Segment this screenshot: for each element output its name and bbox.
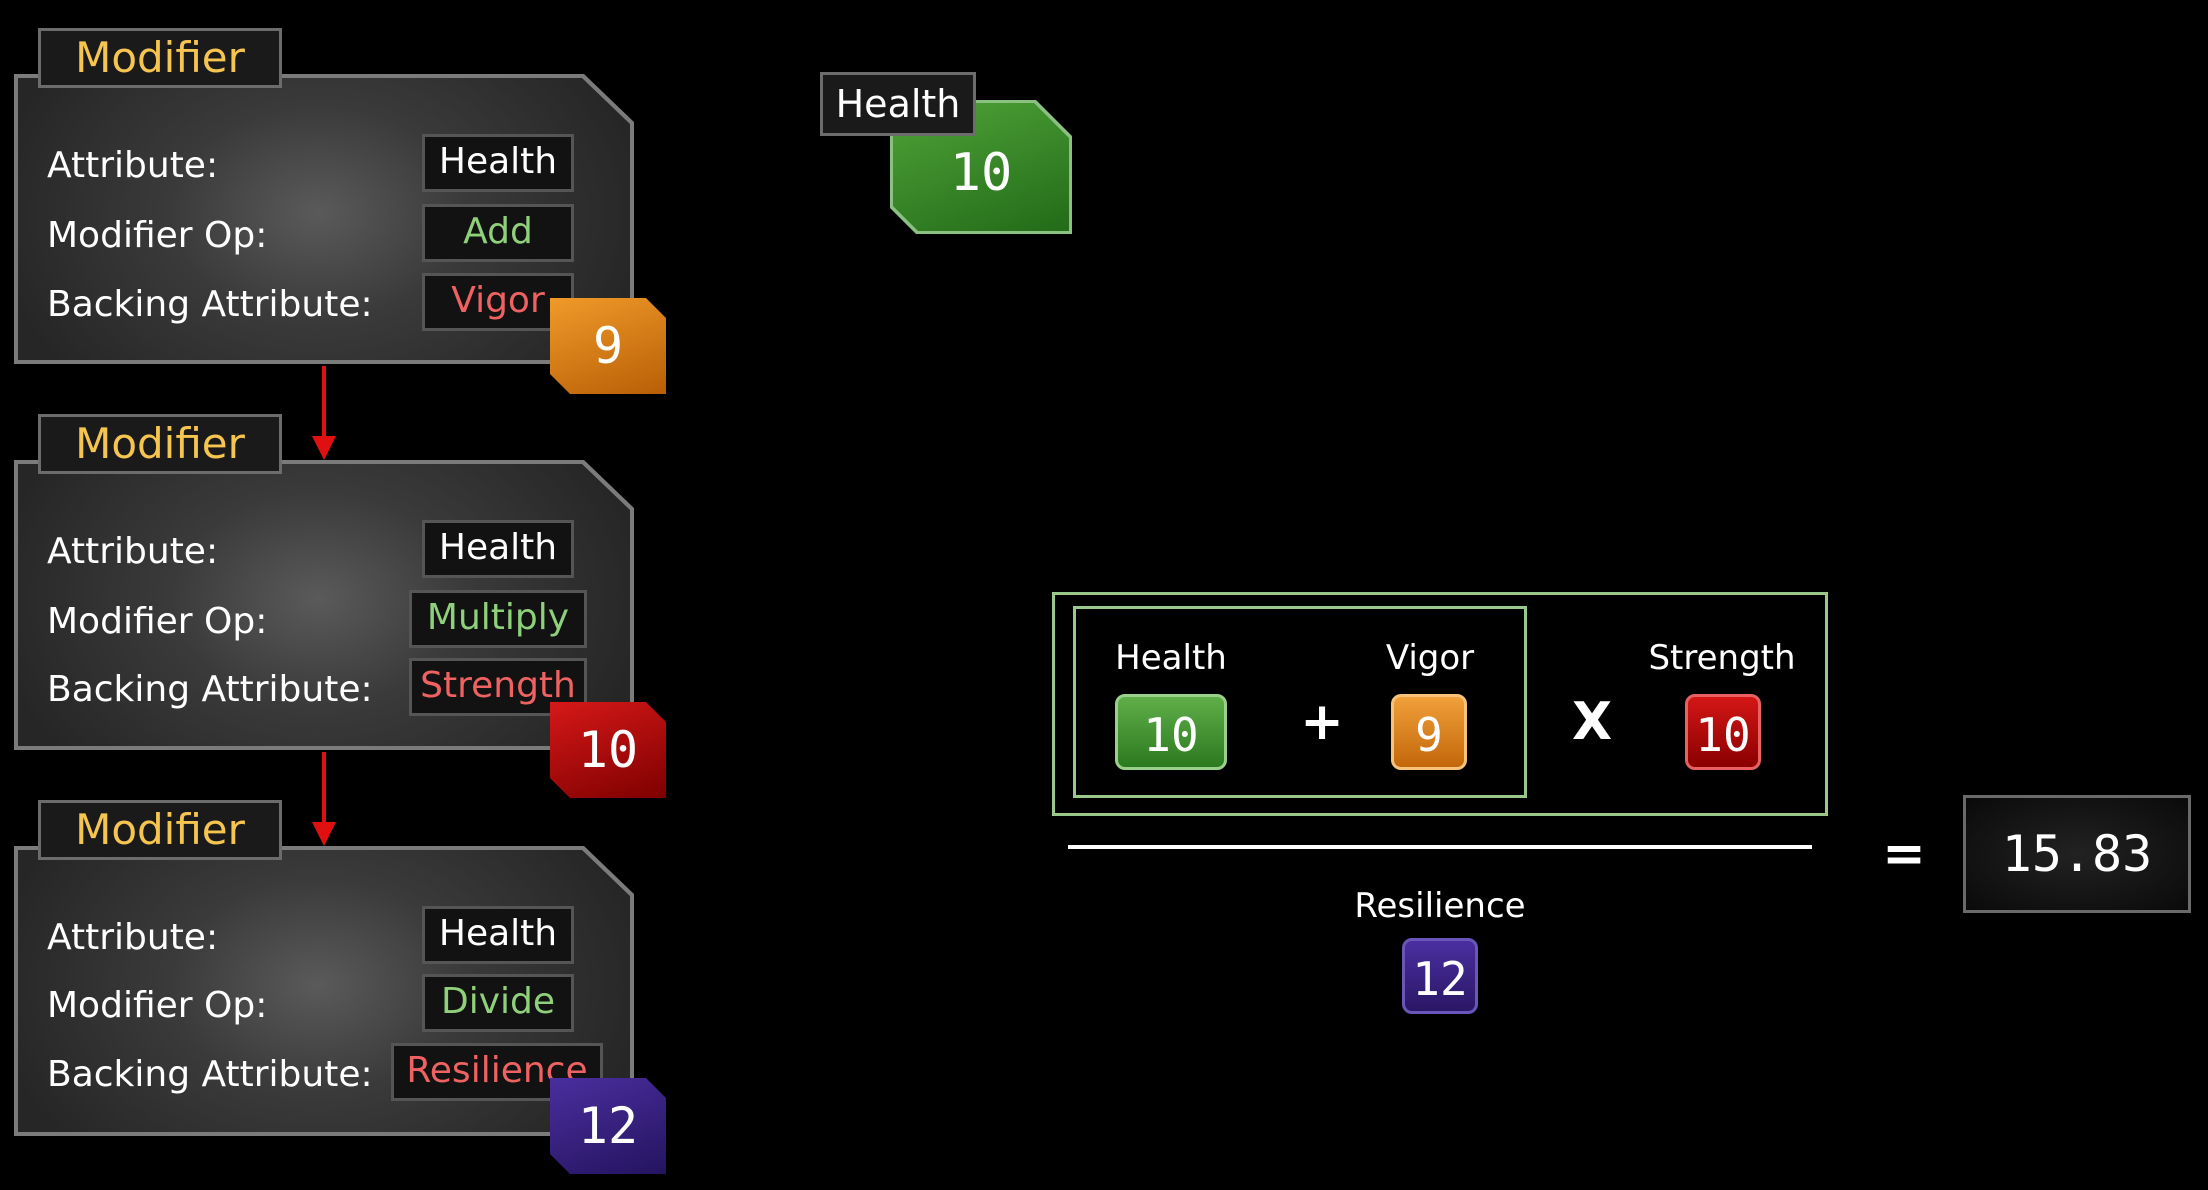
modifier-op-value: Multiply bbox=[409, 590, 587, 648]
attribute-value: Health bbox=[422, 134, 574, 192]
formula-health-value: 10 bbox=[1115, 694, 1227, 770]
backing-attribute-value: Vigor bbox=[422, 273, 574, 331]
flow-arrow-1 bbox=[322, 366, 326, 438]
flow-arrow-1-head bbox=[312, 436, 336, 460]
modifier-op-label: Modifier Op: bbox=[47, 601, 268, 642]
attribute-label: Attribute: bbox=[47, 531, 219, 572]
strength-value-badge: 10 bbox=[550, 702, 666, 798]
modifier-card-3: Attribute: Modifier Op: Backing Attribut… bbox=[14, 846, 634, 1136]
fraction-line bbox=[1068, 845, 1812, 849]
modifier-title: Modifier bbox=[38, 800, 282, 860]
multiply-operator: X bbox=[1571, 692, 1613, 752]
modifier-card-1: Attribute: Modifier Op: Backing Attribut… bbox=[14, 74, 634, 364]
formula-resilience-value: 12 bbox=[1402, 938, 1478, 1014]
modifier-op-label: Modifier Op: bbox=[47, 985, 268, 1026]
attribute-value: Health bbox=[422, 520, 574, 578]
modifier-title: Modifier bbox=[38, 414, 282, 474]
formula-strength-label: Strength bbox=[1648, 638, 1796, 678]
plus-operator: + bbox=[1300, 692, 1344, 752]
health-chip-label: Health bbox=[820, 72, 976, 136]
backing-attribute-label: Backing Attribute: bbox=[47, 1054, 373, 1095]
numerator-outer-box bbox=[1052, 592, 1828, 816]
resilience-value-badge: 12 bbox=[550, 1078, 666, 1174]
formula-health-label: Health bbox=[1115, 638, 1227, 678]
backing-attribute-value: Resilience bbox=[391, 1043, 603, 1101]
flow-arrow-2-head bbox=[312, 822, 336, 846]
attribute-value: Health bbox=[422, 906, 574, 964]
formula-resilience-label: Resilience bbox=[1354, 886, 1526, 926]
backing-attribute-label: Backing Attribute: bbox=[47, 669, 373, 710]
backing-attribute-label: Backing Attribute: bbox=[47, 284, 373, 325]
modifier-title: Modifier bbox=[38, 28, 282, 88]
flow-arrow-2 bbox=[322, 752, 326, 824]
modifier-op-value: Divide bbox=[422, 974, 574, 1032]
vigor-value-badge: 9 bbox=[550, 298, 666, 394]
numerator-inner-box bbox=[1073, 606, 1527, 798]
backing-attribute-value: Strength bbox=[409, 658, 587, 716]
attribute-label: Attribute: bbox=[47, 145, 219, 186]
modifier-card-2: Attribute: Modifier Op: Backing Attribut… bbox=[14, 460, 634, 750]
modifier-op-value: Add bbox=[422, 204, 574, 262]
formula-vigor-value: 9 bbox=[1391, 694, 1467, 770]
result-value: 15.83 bbox=[1963, 795, 2191, 913]
formula-vigor-label: Vigor bbox=[1385, 638, 1475, 678]
modifier-op-label: Modifier Op: bbox=[47, 215, 268, 256]
equals-operator: = bbox=[1882, 824, 1926, 884]
formula-strength-value: 10 bbox=[1685, 694, 1761, 770]
attribute-label: Attribute: bbox=[47, 917, 219, 958]
